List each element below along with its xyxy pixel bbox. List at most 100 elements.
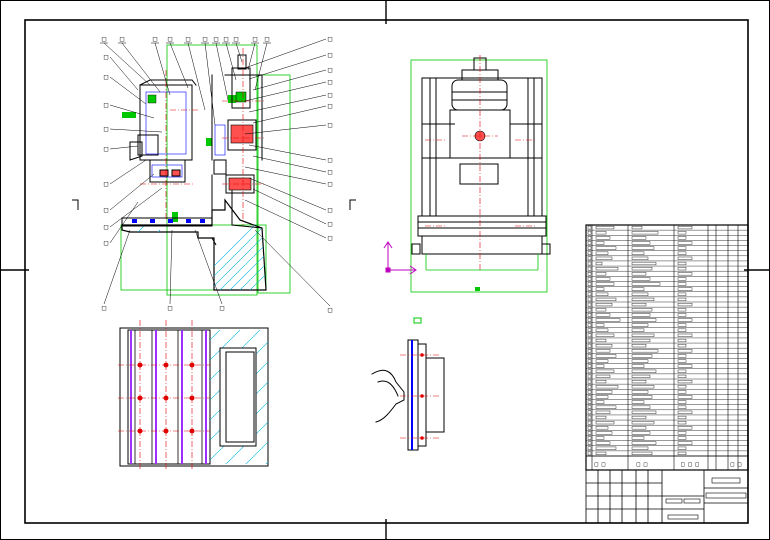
bom-index-cell [587, 266, 592, 271]
bom-material-cell [631, 277, 651, 281]
bom-name-cell [595, 261, 603, 266]
bom-qty-cell [677, 303, 693, 307]
balloon-top-6: □ [214, 35, 218, 43]
bom-index-cell [587, 405, 592, 409]
bom-qty-cell [677, 369, 687, 373]
bom-material-cell [631, 313, 651, 317]
bom-header-2: □ □ □ [681, 461, 699, 468]
bom-material-cell [631, 231, 659, 235]
bom-index-cell [587, 441, 592, 445]
bom-material-cell [631, 338, 651, 343]
balloon-top-0: □ [102, 35, 106, 43]
balloon-right-2: □ [328, 66, 332, 74]
title-block [585, 469, 749, 524]
bom-material-cell [631, 297, 655, 302]
bom-index-cell [587, 369, 592, 374]
bom-index-cell [587, 318, 592, 322]
bom-name-cell [595, 441, 611, 445]
bill-of-materials-table: □ □□ □□ □ □□ □ [585, 224, 749, 471]
bom-qty-cell [677, 236, 687, 240]
bom-material-cell [631, 256, 649, 260]
bom-index-cell [587, 236, 592, 240]
bom-material-cell [631, 426, 647, 430]
balloon-right-9: □ [328, 180, 332, 188]
bom-qty-cell [677, 318, 693, 322]
balloon-left-3: □ [104, 125, 108, 133]
balloon-top-5: □ [203, 35, 207, 43]
bom-name-cell [595, 451, 607, 456]
balloon-top-8: □ [234, 35, 238, 43]
bom-index-cell [587, 307, 592, 312]
bom-qty-cell [677, 441, 693, 445]
balloon-right-4: □ [328, 91, 332, 99]
bom-material-cell [631, 272, 647, 276]
balloon-top-4: □ [186, 35, 190, 43]
bom-name-cell [595, 287, 605, 291]
bom-name-cell [595, 364, 605, 368]
bom-material-cell [631, 415, 647, 420]
bom-name-cell [595, 431, 613, 435]
bom-qty-cell [677, 282, 687, 286]
bom-qty-cell [677, 231, 687, 235]
bom-name-cell [595, 349, 611, 353]
bom-material-cell [631, 344, 647, 348]
bom-qty-cell [677, 380, 693, 384]
bom-name-cell [595, 313, 611, 317]
bom-qty-cell [677, 328, 687, 332]
bom-qty-cell [677, 451, 687, 456]
balloon-left-5: □ [104, 180, 108, 188]
bom-material-cell [631, 261, 657, 266]
plan-view [118, 320, 269, 470]
bom-material-cell [631, 318, 657, 322]
bom-material-cell [631, 225, 643, 230]
bom-index-cell [587, 251, 592, 256]
bom-qty-cell [677, 446, 687, 450]
bom-index-cell [587, 390, 592, 394]
bom-material-cell [631, 405, 651, 409]
bom-index-cell [587, 446, 592, 451]
bom-material-cell [631, 374, 651, 379]
bom-qty-cell [677, 323, 687, 327]
bom-name-cell [595, 385, 619, 389]
bom-qty-cell [677, 374, 687, 379]
balloon-top-10: □ [265, 35, 269, 43]
balloon-right-1: □ [328, 51, 332, 59]
bom-material-cell [631, 303, 647, 307]
bom-index-cell [587, 354, 592, 358]
bom-qty-cell [677, 225, 693, 230]
bom-material-cell [631, 251, 645, 255]
bom-name-cell [595, 415, 607, 420]
bom-material-cell [631, 246, 655, 250]
bom-name-cell [595, 256, 613, 260]
bom-material-cell [631, 241, 651, 245]
balloon-left-0: □ [104, 53, 108, 61]
bom-name-cell [595, 344, 613, 348]
bom-qty-cell [677, 251, 687, 255]
front-section-view [100, 38, 331, 307]
balloon-right-7: □ [328, 156, 332, 164]
bom-qty-cell [677, 313, 687, 317]
bom-index-cell [587, 343, 592, 348]
bom-qty-cell [677, 261, 687, 266]
balloon-top-9: □ [253, 35, 257, 43]
bom-qty-cell [677, 426, 693, 430]
balloon-top-3: □ [168, 35, 172, 43]
bom-qty-cell [677, 241, 693, 245]
bom-material-cell [631, 323, 649, 327]
bom-index-cell [587, 431, 592, 435]
bom-material-cell [631, 446, 649, 450]
bom-name-cell [595, 236, 611, 240]
bom-qty-cell [677, 272, 693, 276]
bom-header-0: □ □ [595, 461, 606, 468]
bom-material-cell [631, 292, 649, 296]
bom-qty-cell [677, 333, 693, 337]
bom-name-cell [595, 251, 609, 255]
balloon-left-1: □ [104, 73, 108, 81]
bom-qty-cell [677, 405, 687, 409]
bom-material-cell [631, 333, 655, 337]
bom-qty-cell [677, 431, 687, 435]
balloon-bottom-2: □ [220, 304, 224, 312]
balloon-right-11: □ [328, 220, 332, 228]
bom-material-cell [631, 364, 645, 368]
